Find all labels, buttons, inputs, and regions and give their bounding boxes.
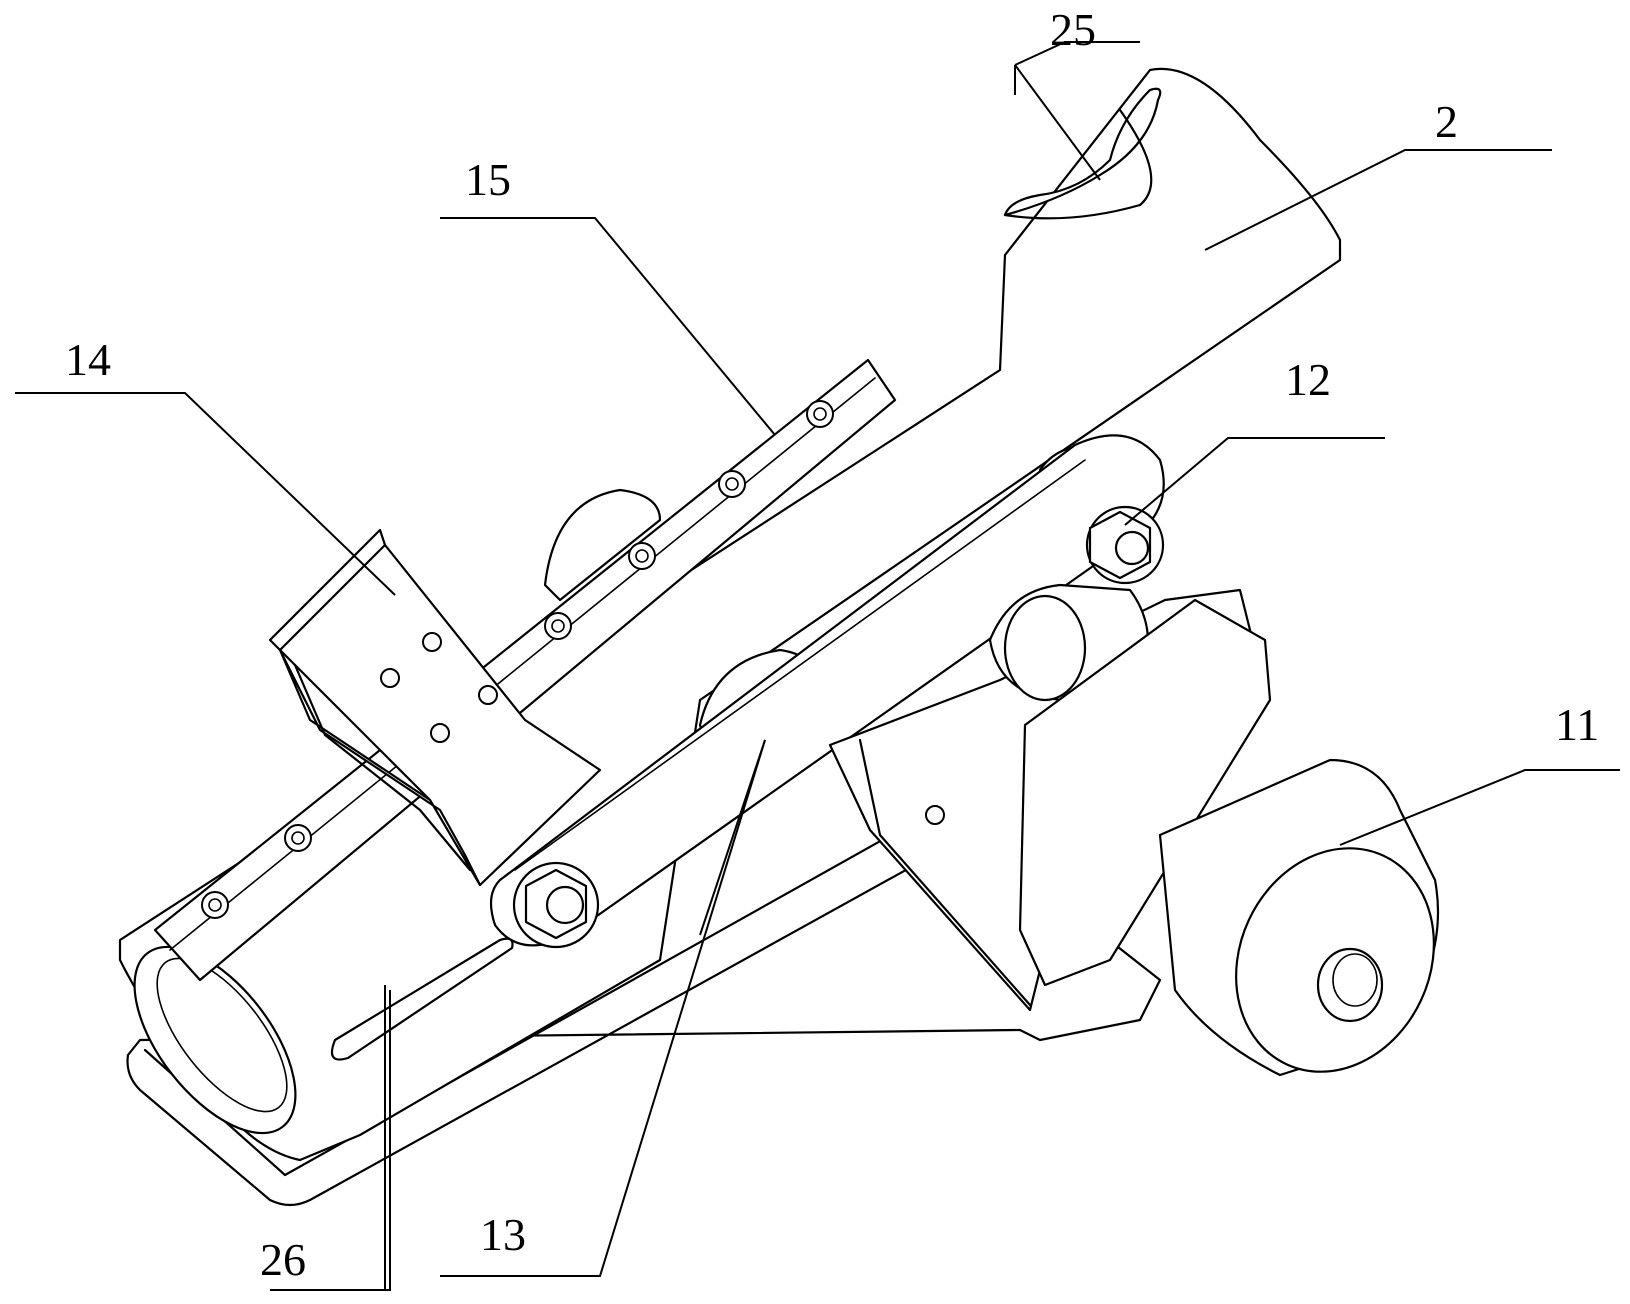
label-13: 13 bbox=[480, 1209, 526, 1260]
label-26: 26 bbox=[260, 1234, 306, 1285]
lower-pivot-nut bbox=[514, 863, 598, 947]
label-15: 15 bbox=[465, 154, 511, 205]
label-2: 2 bbox=[1435, 96, 1458, 147]
label-12: 12 bbox=[1285, 354, 1331, 405]
upper-pivot-nut bbox=[1087, 507, 1163, 583]
label-25: 25 bbox=[1050, 4, 1096, 55]
label-14: 14 bbox=[65, 334, 111, 385]
label-11: 11 bbox=[1555, 699, 1599, 750]
